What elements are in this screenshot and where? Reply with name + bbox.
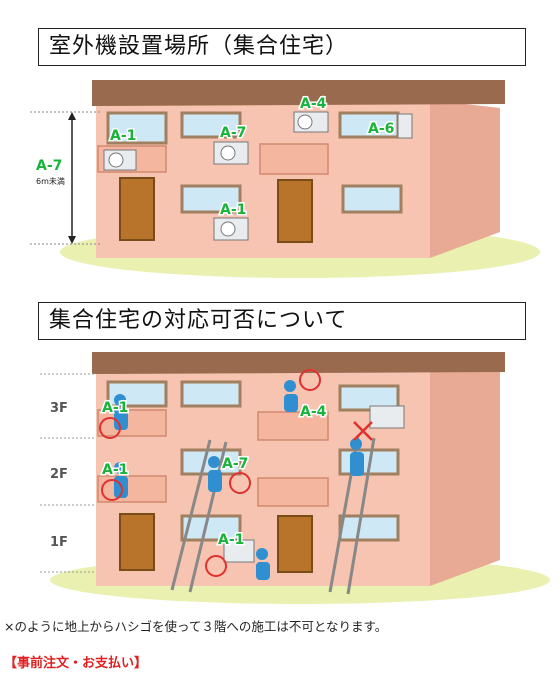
footer-link[interactable]: 【事前注文・お支払い】: [4, 656, 148, 671]
floor-label: 1F: [50, 535, 68, 550]
door: [119, 177, 155, 241]
window: [341, 184, 403, 214]
window: [180, 380, 242, 408]
floor-label: 2F: [50, 467, 68, 482]
window: [180, 184, 242, 214]
arrow-head-up-icon: [68, 112, 76, 120]
ok-circle-icon: [99, 369, 321, 577]
door: [277, 515, 313, 573]
install-label: A-4: [300, 96, 327, 112]
section-title-availability: 集合住宅の対応可否について: [38, 302, 526, 340]
arrow-head-down-icon: [68, 236, 76, 244]
outdoor-unit: [223, 539, 255, 563]
door: [277, 179, 313, 243]
building-roof: [92, 80, 505, 106]
balcony: [259, 143, 329, 175]
window: [180, 111, 242, 139]
install-label: A-4: [300, 404, 327, 420]
ng-cross-icon: [353, 421, 373, 441]
window: [338, 111, 400, 139]
note-text: ×のように地上からハシゴを使って３階への施工は不可となります。: [4, 619, 388, 634]
building-side-wall: [430, 100, 500, 258]
install-label: A-1: [102, 400, 128, 416]
height-label: A-7: [36, 158, 62, 174]
window: [106, 111, 168, 145]
outdoor-unit-fan: [220, 145, 236, 161]
ladder: [170, 439, 228, 593]
floor-label: 3F: [50, 401, 68, 416]
install-label: A-1: [102, 462, 128, 478]
building-side-wall: [430, 360, 500, 586]
outdoor-unit: [369, 405, 405, 429]
window: [180, 514, 242, 542]
outdoor-unit-fan: [220, 221, 236, 237]
install-label: A-6: [368, 121, 394, 137]
balcony: [257, 411, 329, 441]
building-roof: [92, 352, 505, 374]
height-note: 6m未満: [36, 176, 65, 186]
building-diagram-availability: 3F 2F 1F A-1 A-4 A-1 A-7 A-1: [40, 352, 550, 604]
outdoor-unit: [397, 113, 413, 139]
outdoor-unit-fan: [108, 152, 124, 168]
outdoor-unit-fan: [297, 114, 313, 130]
install-label: A-7: [222, 456, 248, 472]
door: [119, 513, 155, 571]
install-label: A-1: [110, 128, 136, 144]
window: [338, 514, 400, 542]
balcony: [97, 409, 167, 437]
balcony: [257, 477, 329, 507]
building-diagram-installation: A-1 A-7 A-4 A-6 A-1 A-7 6m未満: [30, 80, 540, 278]
install-label: A-7: [220, 125, 246, 141]
install-label: A-1: [218, 532, 244, 548]
install-label: A-1: [220, 202, 246, 218]
section-title-installation-location: 室外機設置場所（集合住宅）: [38, 28, 526, 66]
